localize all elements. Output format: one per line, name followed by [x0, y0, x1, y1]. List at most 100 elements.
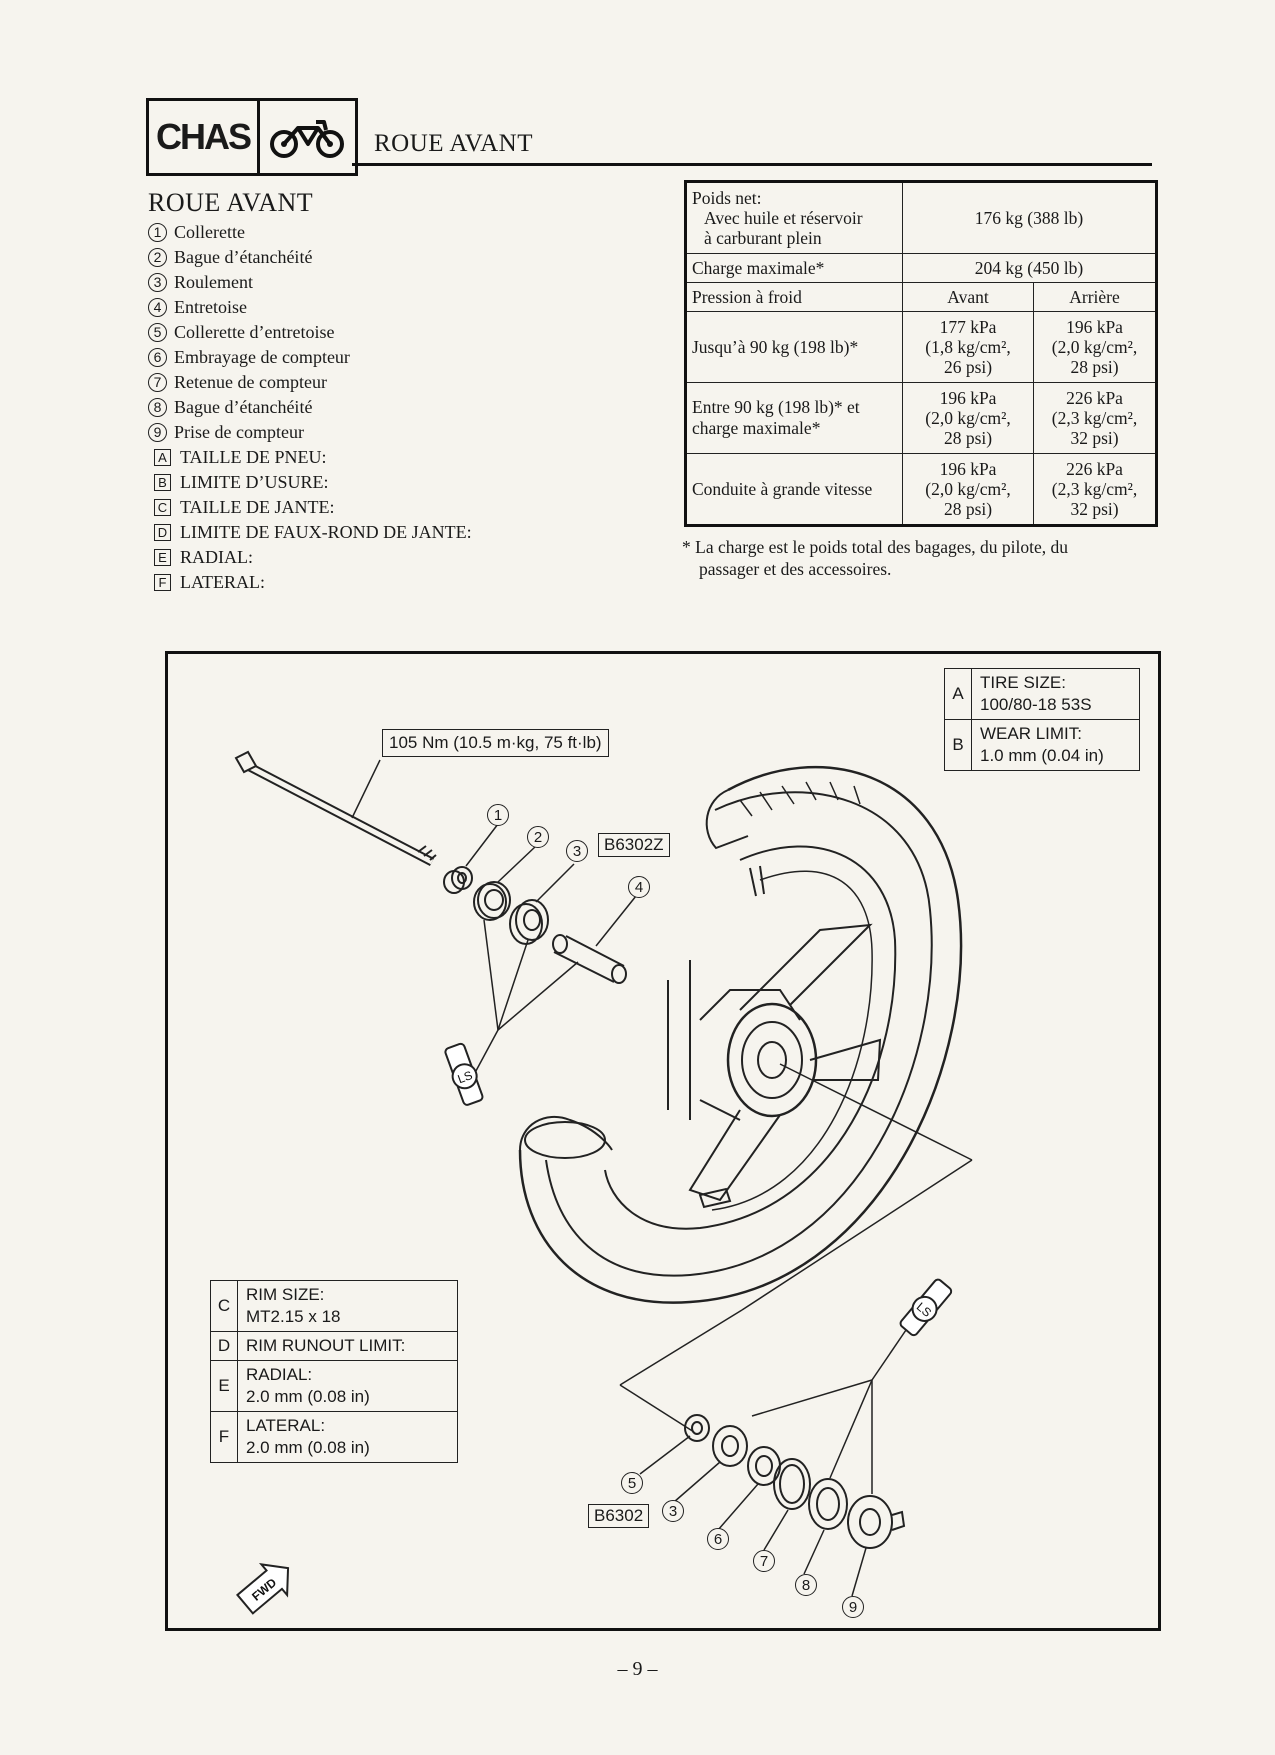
legend-marker: B [154, 474, 171, 491]
legend-marker: D [154, 524, 171, 541]
legend-label: Collerette d’entretoise [174, 322, 335, 342]
legend-item: 9 Prise de compteur [148, 420, 472, 445]
spec-label: RADIAL: [246, 1365, 313, 1384]
pressure-line: (2,3 kg/cm², [1051, 408, 1138, 428]
table-row: B WEAR LIMIT: 1.0 mm (0.04 in) [944, 719, 1140, 771]
meter-retainer-drawing [773, 1458, 811, 1510]
legend-item: 8 Bague d’étanchéité [148, 395, 472, 420]
callout: 6 [707, 1528, 729, 1550]
legend-label: LIMITE DE FAUX-ROND DE JANTE: [180, 522, 472, 542]
pressure-line: 28 psi) [1070, 357, 1119, 377]
pressure-line: 28 psi) [943, 499, 993, 519]
pressure-line: (1,8 kg/cm², [925, 337, 1011, 357]
legend-label: Roulement [174, 272, 253, 292]
legend-marker: 4 [148, 298, 167, 317]
spec-key: D [210, 1331, 238, 1361]
pressure-line: 196 kPa [1066, 317, 1123, 337]
callout: 4 [628, 876, 650, 898]
legend-marker: 8 [148, 398, 167, 417]
legend-marker: 9 [148, 423, 167, 442]
callout: 7 [753, 1550, 775, 1572]
section-code: CHAS [149, 101, 260, 173]
collar-drawing [684, 1414, 710, 1442]
footnote: * La charge est le poids total des bagag… [682, 536, 1162, 580]
spec-label: RIM RUNOUT LIMIT: [246, 1336, 406, 1355]
table-row: A TIRE SIZE: 100/80-18 53S [944, 668, 1140, 720]
net-weight-label: Poids net: Avec huile et réservoir à car… [685, 181, 903, 254]
spec-cell: TIRE SIZE: 100/80-18 53S [971, 668, 1140, 720]
legend-label: Prise de compteur [174, 422, 304, 442]
legend-label: RADIAL: [180, 547, 253, 567]
callout: 1 [487, 804, 509, 826]
oil-seal-drawing [808, 1478, 848, 1530]
load-condition-line: Conduite à grande vitesse [692, 478, 873, 499]
spec-key: C [210, 1280, 238, 1332]
spec-cell: RIM SIZE: MT2.15 x 18 [237, 1280, 458, 1332]
pressure-line: (2,3 kg/cm², [1051, 479, 1138, 499]
header-rule [352, 163, 1152, 166]
callout: 3 [566, 840, 588, 862]
grease-icon: LS [899, 1278, 953, 1337]
spec-cell: LATERAL: 2.0 mm (0.08 in) [237, 1411, 458, 1463]
grease-label: LS [456, 1068, 475, 1086]
table-row: F LATERAL: 2.0 mm (0.08 in) [210, 1411, 458, 1463]
legend-label: Entretoise [174, 297, 247, 317]
rear-pressure: 226 kPa (2,3 kg/cm², 32 psi) [1033, 382, 1157, 454]
legend-label: TAILLE DE JANTE: [180, 497, 335, 517]
spec-cell: RADIAL: 2.0 mm (0.08 in) [237, 1360, 458, 1412]
torque-label: 105 Nm (10.5 m·kg, 75 ft·lb) [382, 729, 609, 757]
table-row: C RIM SIZE: MT2.15 x 18 [210, 1280, 458, 1332]
front-pressure: 196 kPa (2,0 kg/cm², 28 psi) [902, 453, 1034, 526]
load-condition-line: Jusqu’à 90 kg (198 lb)* [692, 336, 859, 357]
diagram-frame [165, 651, 1161, 1631]
spec-value: 2.0 mm (0.08 in) [246, 1438, 370, 1457]
load-condition-line: charge maximale* [692, 418, 821, 438]
axle-drawing [234, 750, 437, 866]
pressure-line: 196 kPa [939, 388, 997, 408]
table-row: Conduite à grande vitesse 196 kPa (2,0 k… [685, 453, 1157, 526]
rear-pressure: 226 kPa (2,3 kg/cm², 32 psi) [1033, 453, 1157, 526]
legend-label: Bague d’étanchéité [174, 397, 313, 417]
legend-item: 4 Entretoise [148, 295, 472, 320]
pressure-line: 196 kPa [939, 459, 997, 479]
legend-marker: 7 [148, 373, 167, 392]
pressure-line: 28 psi) [943, 428, 993, 448]
spec-key: B [944, 719, 972, 771]
spacer-drawing [552, 934, 627, 984]
legend-item: D LIMITE DE FAUX-ROND DE JANTE: [148, 520, 472, 545]
legend-label: Collerette [174, 222, 245, 242]
callout: 3 [662, 1500, 684, 1522]
pressure-line: 26 psi) [943, 357, 993, 377]
footnote-line: * La charge est le poids total des bagag… [682, 537, 1069, 557]
net-weight-value: 176 kg (388 lb) [902, 181, 1157, 254]
table-row: Poids net: Avec huile et réservoir à car… [685, 181, 1157, 254]
legend-label: LIMITE D’USURE: [180, 472, 329, 492]
legend-label: Embrayage de compteur [174, 347, 350, 367]
legend-label: TAILLE DE PNEU: [180, 447, 327, 467]
cold-pressure-label: Pression à froid [685, 282, 903, 312]
callout: 8 [795, 1574, 817, 1596]
load-condition: Jusqu’à 90 kg (198 lb)* [685, 311, 903, 383]
net-weight-label-line: à carburant plein [704, 228, 822, 248]
table-row: E RADIAL: 2.0 mm (0.08 in) [210, 1360, 458, 1412]
oil-seal-drawing [473, 881, 511, 921]
callout: 5 [621, 1472, 643, 1494]
spec-cell: RIM RUNOUT LIMIT: [237, 1331, 458, 1361]
footnote-line: passager et des accessoires. [699, 559, 892, 579]
legend-item: B LIMITE D’USURE: [148, 470, 472, 495]
legend-marker: 2 [148, 248, 167, 267]
spec-value: 2.0 mm (0.08 in) [246, 1387, 370, 1406]
front-pressure: 196 kPa (2,0 kg/cm², 28 psi) [902, 382, 1034, 454]
rear-pressure: 196 kPa (2,0 kg/cm², 28 psi) [1033, 311, 1157, 383]
pressure-line: 32 psi) [1070, 499, 1119, 519]
spec-cell: WEAR LIMIT: 1.0 mm (0.04 in) [971, 719, 1140, 771]
spec-label: WEAR LIMIT: [980, 724, 1083, 743]
callout: 9 [842, 1596, 864, 1618]
